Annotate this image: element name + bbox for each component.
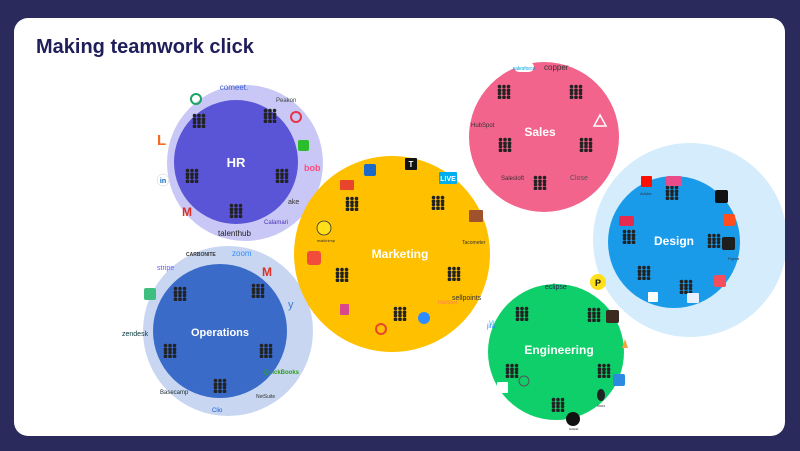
logo-hubspot: HubSpot bbox=[438, 300, 458, 306]
flame-icon bbox=[723, 214, 735, 226]
gear-icon bbox=[518, 375, 530, 387]
svg-text:Adobe: Adobe bbox=[640, 191, 652, 196]
pink-badge-icon bbox=[666, 176, 682, 186]
design-label: Design bbox=[654, 234, 694, 248]
white-box-icon bbox=[648, 292, 658, 302]
svg-text:mailchimp: mailchimp bbox=[317, 238, 336, 243]
logo-l: L bbox=[157, 132, 166, 149]
adobe-icon bbox=[641, 176, 652, 187]
logo-bob: bob bbox=[304, 163, 321, 173]
yellow-p-icon bbox=[590, 274, 606, 290]
logo-basecamp: Basecamp bbox=[160, 390, 189, 396]
salesforce-icon bbox=[514, 62, 534, 72]
blue-square-icon bbox=[613, 374, 625, 386]
blue-k-icon bbox=[364, 164, 376, 176]
black-t-icon bbox=[405, 158, 417, 170]
svg-text:T: T bbox=[409, 160, 414, 169]
live-icon bbox=[439, 172, 457, 184]
logo-comeet: comeet. bbox=[220, 83, 248, 92]
svg-text:ake: ake bbox=[288, 199, 299, 206]
logo-eclipse: eclipse bbox=[545, 284, 567, 291]
logo-quickbooks: QuickBooks bbox=[264, 370, 300, 376]
logo-close: Close bbox=[570, 175, 588, 182]
engineering-cluster: Engineering eclipse P jira GitHub linux bbox=[486, 274, 628, 431]
svg-text:in: in bbox=[160, 178, 166, 185]
green-square-icon bbox=[298, 140, 309, 151]
hr-circle bbox=[174, 100, 298, 224]
linux-icon bbox=[597, 389, 605, 401]
logo-netsuite: NetSuite bbox=[256, 394, 275, 400]
svg-text:salesforce: salesforce bbox=[513, 66, 536, 72]
svg-text:LIVE: LIVE bbox=[440, 176, 456, 183]
invision-icon bbox=[619, 216, 634, 226]
linkedin-icon bbox=[156, 173, 170, 187]
pin-icon bbox=[290, 111, 302, 123]
svg-text:linux: linux bbox=[597, 403, 605, 408]
logo-salesloft: Salesloft bbox=[501, 176, 524, 182]
design-cluster: Design Adobe Figma bbox=[593, 143, 785, 337]
logo-calamari: Calamari bbox=[264, 220, 288, 226]
logo-clio: Clio bbox=[212, 408, 223, 414]
marketing-cluster: Marketing T LIVE Tacometer sellpoints Hu… bbox=[294, 156, 507, 352]
logo-zoom: zoom bbox=[232, 249, 252, 258]
slide: Making teamwork click HR bbox=[14, 18, 785, 436]
svg-text:Figma: Figma bbox=[728, 256, 740, 261]
svg-text:GitHub: GitHub bbox=[569, 427, 579, 431]
logo-talenthub: talenthub bbox=[218, 229, 251, 238]
hr-cluster: HR comeet. Peakon bob ake Calamari talen… bbox=[156, 83, 323, 241]
logo-y: y bbox=[288, 299, 294, 311]
logo-stripe: stripe bbox=[157, 265, 174, 272]
logo-copper: copper bbox=[544, 63, 569, 72]
svg-text:P: P bbox=[595, 278, 601, 288]
logo-peakon: Peakon bbox=[276, 98, 296, 104]
sales-label: Sales bbox=[524, 125, 556, 139]
gmail-icon-ops: M bbox=[262, 265, 272, 279]
marketing-label: Marketing bbox=[372, 247, 429, 261]
logo-sellpoints: sellpoints bbox=[452, 295, 482, 302]
figma-icon bbox=[722, 237, 735, 250]
black-icon bbox=[715, 190, 728, 203]
red-design-icon bbox=[714, 275, 726, 287]
logo-zendesk: zendesk bbox=[122, 331, 149, 338]
svg-text:Tacometer: Tacometer bbox=[462, 240, 486, 246]
operations-cluster: Operations CARBONITE zoom stripe zendesk… bbox=[122, 246, 313, 416]
brown-square-icon bbox=[606, 310, 619, 323]
pink-icon bbox=[340, 304, 349, 315]
gmail-icon: M bbox=[182, 205, 192, 219]
operations-label: Operations bbox=[191, 327, 249, 339]
hr-label: HR bbox=[227, 155, 246, 170]
sales-circle bbox=[469, 62, 619, 212]
team-diagram: HR comeet. Peakon bob ake Calamari talen… bbox=[122, 62, 785, 431]
github-icon bbox=[566, 412, 580, 426]
red-banner-icon bbox=[340, 180, 354, 190]
light-box-icon bbox=[687, 293, 699, 303]
red-rounded-icon bbox=[307, 251, 321, 265]
orange-icon bbox=[622, 339, 628, 348]
triangle-icon bbox=[592, 113, 608, 127]
logo-carbonite: CARBONITE bbox=[186, 252, 216, 258]
engineering-label: Engineering bbox=[524, 343, 593, 357]
logo-jira: jira bbox=[486, 324, 496, 330]
green-doc-icon bbox=[144, 288, 156, 300]
brown-icon bbox=[469, 210, 483, 222]
blue-round-icon bbox=[418, 312, 430, 324]
green-person-icon bbox=[190, 93, 202, 105]
check-circle-icon bbox=[375, 323, 387, 335]
mailchimp-icon bbox=[316, 220, 332, 236]
sales-cluster: Sales salesforce copper HubSpot Close Sa… bbox=[469, 62, 619, 212]
logo-hubspot-sales: HubSpot bbox=[471, 123, 495, 129]
white-icon bbox=[497, 382, 508, 393]
slide-title: Making teamwork click bbox=[36, 36, 254, 58]
